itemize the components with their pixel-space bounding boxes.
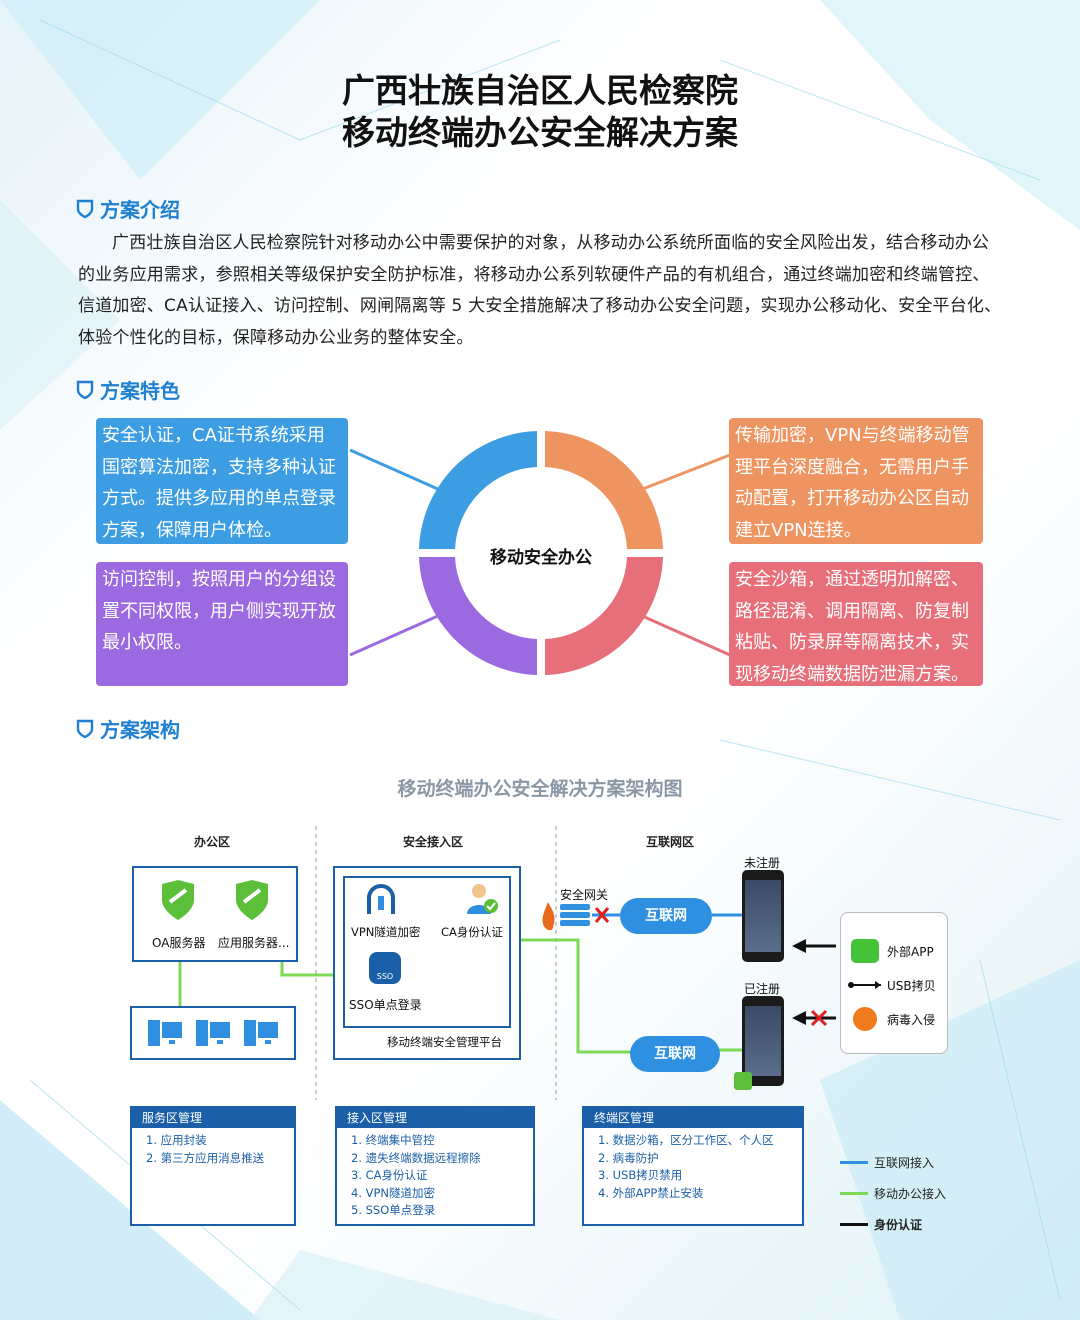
lock-icon — [734, 1072, 752, 1090]
title-line-1: 广西壮族自治区人民检察院 — [342, 71, 738, 110]
usb-label: USB拷贝 — [887, 979, 936, 993]
arch-heading-label: 方案架构 — [100, 718, 180, 742]
vpn-tunnel-icon — [367, 884, 395, 914]
list-item: 4. 外部APP禁止安装 — [598, 1185, 704, 1200]
panel-terminal-zone: 终端区管理 1. 数据沙箱，区分工作区、个人区 2. 病毒防护 3. USB拷贝… — [582, 1106, 804, 1226]
oa-server-shield-icon — [162, 880, 194, 920]
feature-box-auth: 安全认证，CA证书系统采用国密算法加密，支持多种认证方式。提供多应用的单点登录方… — [96, 418, 348, 544]
panel-service-title: 服务区管理 — [132, 1108, 294, 1128]
ring-segment-red — [545, 557, 663, 675]
zone-internet-label: 互联网区 — [646, 835, 695, 849]
office-computers-box — [130, 1006, 296, 1060]
intro-heading: 方案介绍 — [76, 194, 180, 223]
unregistered-phone-icon — [742, 870, 784, 962]
feature-box-access: 访问控制，按照用户的分组设置不同权限，用户侧实现开放最小权限。 — [96, 562, 348, 686]
zone-secure-label: 安全接入区 — [403, 835, 464, 849]
list-item: 3. USB拷贝禁用 — [598, 1168, 683, 1182]
shield-icon — [76, 380, 94, 399]
wechat-icon — [851, 939, 879, 963]
list-item: 2. 第三方应用消息推送 — [146, 1150, 265, 1165]
arch-diagram-title: 移动终端办公安全解决方案架构图 — [397, 778, 683, 800]
list-item: 1. 应用封装 — [146, 1133, 207, 1147]
secure-zone-box: VPN隧道加密 CA身份认证 SSO SSO单点登录 移动终端安全管理平台 — [333, 866, 521, 1060]
legend-swatch — [840, 1223, 868, 1226]
features-center-label: 移动安全办公 — [490, 548, 592, 568]
feature-box-sandbox: 安全沙箱，通过透明加解密、路径混淆、调用隔离、防复制粘贴、防录屏等隔离技术，实现… — [729, 562, 983, 686]
title-line-2: 移动终端办公安全解决方案 — [342, 113, 738, 152]
oa-server-label: OA服务器 — [152, 936, 206, 950]
ext-app-label: 外部APP — [887, 945, 934, 959]
legend-label: 互联网接入 — [874, 1156, 935, 1170]
features-heading: 方案特色 — [76, 375, 180, 404]
sso-badge-label: SSO — [376, 972, 394, 981]
virus-icon — [853, 1007, 877, 1031]
legend-label: 身份认证 — [874, 1218, 923, 1232]
virus-label: 病毒入侵 — [887, 1013, 936, 1027]
platform-label: 移动终端安全管理平台 — [387, 1035, 502, 1049]
ring-segment-blue — [419, 431, 537, 549]
intro-heading-label: 方案介绍 — [100, 198, 180, 222]
features-heading-label: 方案特色 — [100, 379, 180, 403]
list-item: 3. CA身份认证 — [351, 1168, 428, 1182]
legend: 互联网接入 移动办公接入 身份认证 — [840, 1154, 946, 1233]
secure-inner-box — [343, 876, 511, 1028]
list-item: 1. 数据沙箱，区分工作区、个人区 — [598, 1133, 774, 1147]
ring-segment-orange — [545, 431, 663, 549]
panel-access-title: 接入区管理 — [337, 1108, 533, 1128]
sso-label: SSO单点登录 — [349, 998, 422, 1012]
registered-phone-icon — [742, 996, 784, 1086]
ca-label: CA身份认证 — [441, 925, 503, 939]
legend-swatch — [840, 1161, 868, 1164]
ca-user-icon — [467, 884, 498, 914]
arch-heading: 方案架构 — [76, 714, 180, 743]
feature-box-transport: 传输加密，VPN与终端移动管理平台深度融合，无需用户手动配置，打开移动办公区自动… — [729, 418, 983, 544]
legend-item-internet: 互联网接入 — [840, 1154, 946, 1171]
firewall-icon — [542, 902, 590, 930]
legend-item-auth: 身份认证 — [840, 1216, 946, 1233]
gateway-label: 安全网关 — [560, 888, 609, 902]
legend-label: 移动办公接入 — [874, 1187, 947, 1201]
usb-icon — [848, 981, 881, 989]
intro-text: 广西壮族自治区人民检察院针对移动办公中需要保护的对象，从移动办公系统所面临的安全… — [78, 233, 1002, 348]
vpn-label: VPN隧道加密 — [351, 925, 421, 939]
legend-swatch — [840, 1192, 868, 1195]
list-item: 5. SSO单点登录 — [351, 1203, 436, 1217]
app-server-shield-icon — [236, 880, 268, 920]
computer-icon — [148, 1020, 278, 1046]
list-item: 2. 遗失终端数据远程擦除 — [351, 1150, 481, 1165]
external-threats-box: 外部APP USB拷贝 病毒入侵 — [840, 912, 948, 1054]
registered-label: 已注册 — [744, 982, 781, 996]
panel-service-zone: 服务区管理 1. 应用封装 2. 第三方应用消息推送 — [130, 1106, 296, 1226]
features-ring — [349, 431, 731, 675]
unregistered-label: 未注册 — [744, 856, 781, 870]
zone-office-label: 办公区 — [194, 835, 231, 849]
internet-cloud-bottom: 互联网 — [630, 1036, 720, 1072]
internet-cloud-top: 互联网 — [620, 898, 712, 934]
shield-icon — [76, 719, 94, 738]
shield-icon — [76, 199, 94, 218]
panel-terminal-title: 终端区管理 — [584, 1108, 802, 1128]
legend-item-mobile: 移动办公接入 — [840, 1185, 946, 1202]
list-item: 4. VPN隧道加密 — [351, 1185, 436, 1200]
list-item: 1. 终端集中管控 — [351, 1133, 435, 1147]
blocked-x-icon — [594, 907, 828, 1027]
app-server-label: 应用服务器... — [218, 936, 290, 950]
sso-cloud-icon: SSO — [369, 952, 401, 984]
list-item: 2. 病毒防护 — [598, 1150, 659, 1165]
office-server-box: OA服务器 应用服务器... — [132, 866, 298, 962]
ring-segment-purple — [419, 557, 537, 675]
panel-access-zone: 接入区管理 1. 终端集中管控 2. 遗失终端数据远程擦除 3. CA身份认证 … — [335, 1106, 535, 1226]
